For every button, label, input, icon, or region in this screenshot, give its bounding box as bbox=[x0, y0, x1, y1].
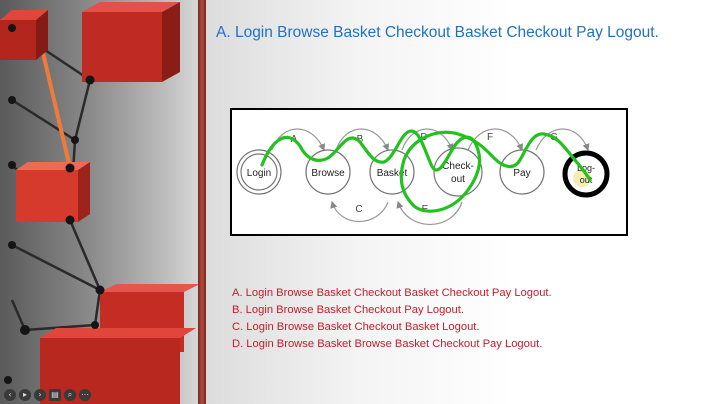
state-diagram: Login Browse Basket Check- out Pay Log- … bbox=[230, 108, 628, 236]
annotation-trace bbox=[260, 129, 592, 213]
state-checkout-label-2: out bbox=[451, 174, 465, 185]
state-checkout bbox=[433, 147, 483, 197]
decorative-cubes-illustration bbox=[0, 2, 200, 404]
slide-divider-band bbox=[198, 0, 206, 404]
state-login-label: Login bbox=[247, 168, 271, 179]
transition-label-f: F bbox=[487, 132, 493, 143]
play-icon[interactable]: ▸ bbox=[19, 389, 31, 401]
decorative-artwork bbox=[0, 0, 200, 404]
state-login bbox=[240, 153, 278, 191]
transition-label-c: C bbox=[355, 204, 362, 215]
transition-label-b: B bbox=[357, 134, 364, 145]
state-browse-label: Browse bbox=[311, 168, 345, 179]
slide-title: A. Login Browse Basket Checkout Basket C… bbox=[216, 24, 659, 41]
state-pay-label: Pay bbox=[513, 168, 530, 179]
more-icon[interactable]: ⋯ bbox=[79, 389, 91, 401]
slideshow-controls: ‹ ▸ › ▤ ⌕ ⋯ bbox=[0, 386, 114, 404]
state-pay bbox=[499, 149, 545, 195]
next-icon[interactable]: › bbox=[34, 389, 46, 401]
option-d: D. Login Browse Basket Browse Basket Che… bbox=[232, 338, 543, 350]
zoom-icon[interactable]: ⌕ bbox=[64, 389, 76, 401]
answer-options: A. Login Browse Basket Checkout Basket C… bbox=[232, 285, 712, 353]
slides-icon[interactable]: ▤ bbox=[49, 389, 61, 401]
state-logout-label-1: Log- bbox=[577, 163, 595, 173]
option-b: B. Login Browse Basket Checkout Pay Logo… bbox=[232, 304, 464, 316]
option-c: C. Login Browse Basket Checkout Basket L… bbox=[232, 321, 480, 333]
state-checkout-label-1: Check- bbox=[442, 161, 474, 172]
state-basket-label: Basket bbox=[377, 168, 408, 179]
prev-icon[interactable]: ‹ bbox=[4, 389, 16, 401]
state-logout-label-2: out bbox=[580, 175, 593, 185]
state-diagram-canvas: Login Browse Basket Check- out Pay Log- … bbox=[236, 128, 610, 225]
option-a: A. Login Browse Basket Checkout Basket C… bbox=[232, 287, 552, 299]
